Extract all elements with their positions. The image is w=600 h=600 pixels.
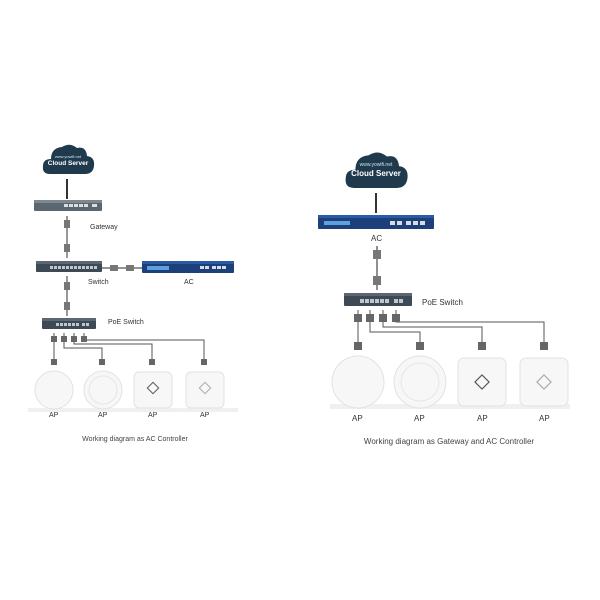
poe-cables (354, 310, 548, 350)
ap-label: AP (539, 414, 550, 423)
ap-round-icon (34, 370, 74, 410)
ap-square-icon (457, 357, 507, 407)
ap-label: AP (148, 412, 158, 419)
cable-line (66, 179, 68, 199)
cloud-url: www.yowifi.net (359, 162, 393, 168)
ap-label: AP (477, 414, 488, 423)
cable-connector-icon (64, 216, 70, 258)
ap-label: AP (352, 414, 363, 423)
ac-label: AC (371, 234, 383, 243)
poe-switch-device-icon (344, 293, 412, 306)
gateway-device-icon (34, 200, 102, 211)
ap-label: AP (414, 414, 425, 423)
ap-square-icon (519, 357, 569, 407)
switch-label: Switch (88, 279, 109, 286)
poe-switch-device-icon (42, 318, 96, 329)
cable-connector-icon (64, 276, 70, 316)
cable-connector-icon (102, 265, 142, 271)
cable-connector-icon (373, 246, 381, 290)
left-caption: Working diagram as AC Controller (82, 436, 188, 443)
cloud-url: www.yowifi.net (54, 154, 82, 159)
cloud-server-icon (345, 152, 408, 188)
switch-device-icon (36, 261, 102, 272)
ac-device-icon (142, 261, 234, 273)
ap-round-icon (331, 355, 385, 409)
poe-switch-label: PoE Switch (108, 319, 144, 326)
ap-round-icon (83, 370, 123, 410)
ap-round-icon (393, 355, 447, 409)
gateway-label: Gateway (90, 224, 118, 231)
ap-label: AP (49, 412, 59, 419)
ac-device-icon (318, 215, 434, 229)
ac-label: AC (184, 279, 194, 286)
ap-row (330, 355, 570, 409)
cloud-server-icon (42, 144, 95, 174)
cloud-title: Cloud Server (47, 160, 89, 167)
ap-square-icon (185, 371, 225, 409)
ap-label: AP (200, 412, 210, 419)
cable-line (375, 193, 377, 213)
ap-label: AP (98, 412, 108, 419)
poe-cables (51, 333, 207, 365)
right-caption: Working diagram as Gateway and AC Contro… (363, 437, 535, 446)
poe-switch-label: PoE Switch (422, 298, 463, 307)
ap-row (28, 370, 238, 412)
ap-square-icon (133, 371, 173, 409)
cloud-title: Cloud Server (351, 169, 401, 178)
